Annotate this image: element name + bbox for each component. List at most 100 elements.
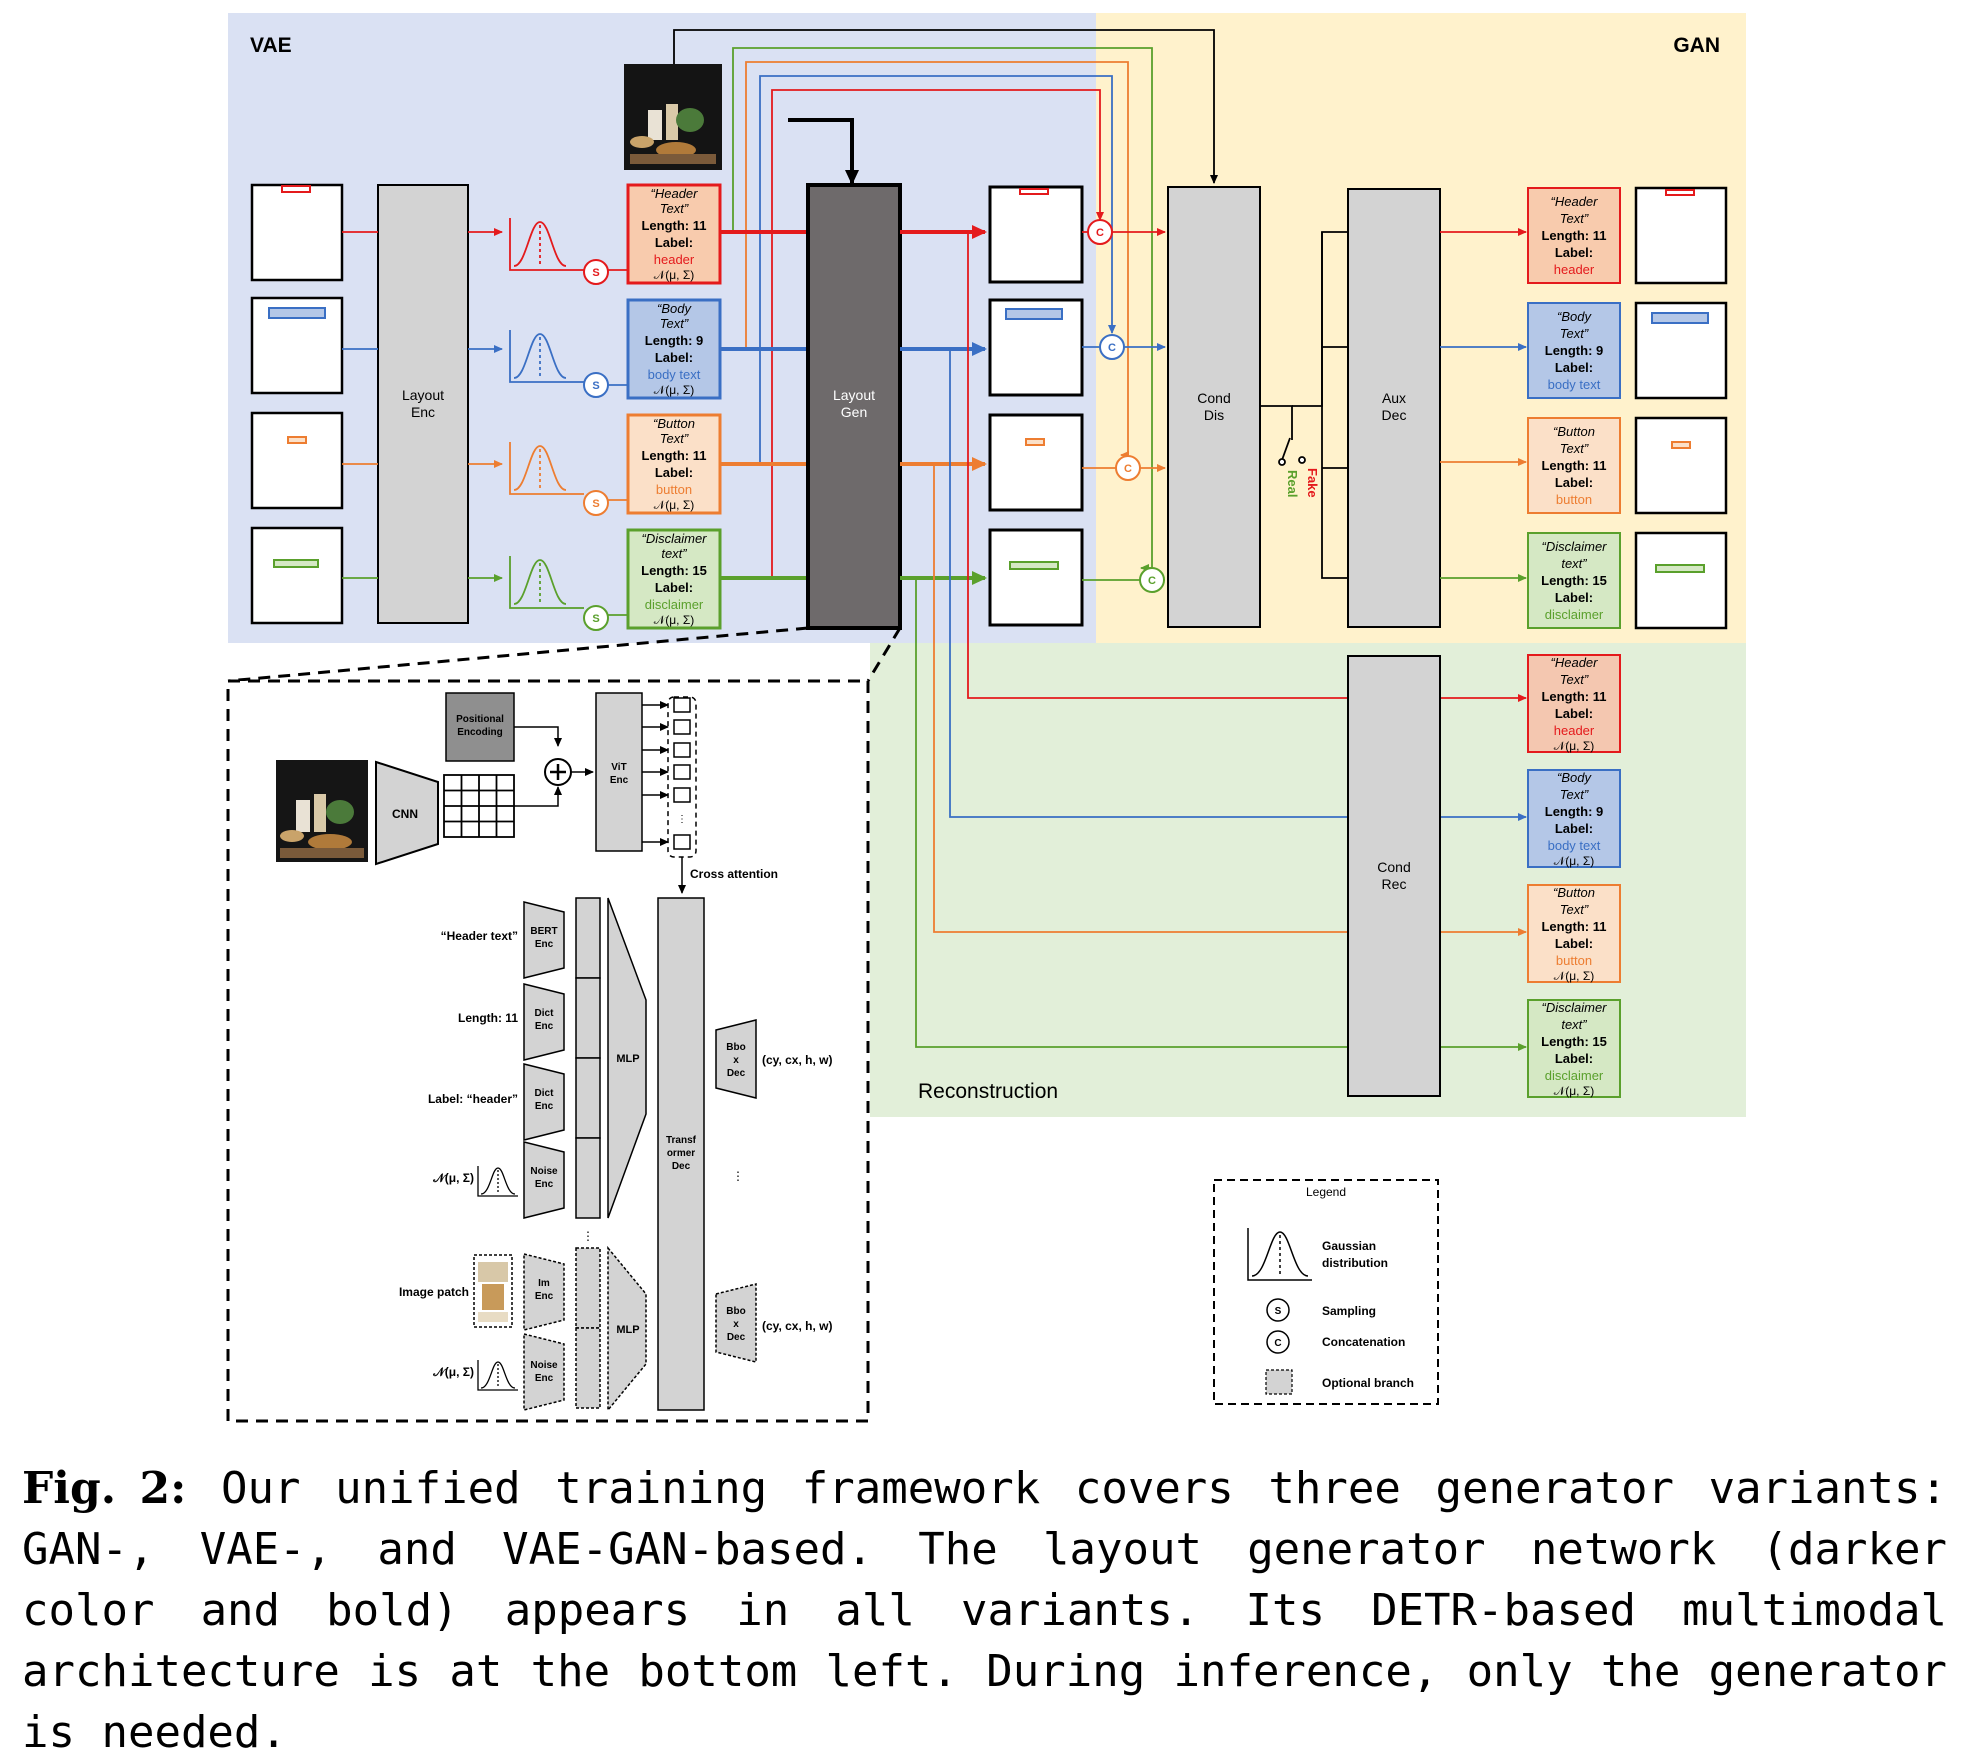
positional-encoding-block	[445, 692, 515, 762]
bbox-decoder-block	[715, 1019, 757, 1099]
concat-nodes: C C C C	[1082, 219, 1166, 593]
encoder-lines	[342, 228, 503, 582]
svg-text:⋮: ⋮	[732, 1169, 744, 1183]
svg-text:𝒩(μ, Σ): 𝒩(μ, Σ)	[1554, 739, 1595, 753]
svg-text:header: header	[1554, 262, 1595, 277]
reconstruction-region-label: Reconstruction	[918, 1080, 1058, 1103]
legend-sampling-label: Sampling	[1322, 1304, 1376, 1318]
svg-text:S: S	[592, 498, 599, 510]
embedding-stack-optional	[575, 1247, 601, 1409]
svg-text:Length: 15: Length: 15	[641, 563, 707, 578]
concatenation-icon	[1099, 334, 1125, 360]
svg-text:Label:: Label:	[1555, 245, 1593, 260]
input-noise: 𝒩(μ, Σ)	[432, 1171, 474, 1185]
svg-text:body text: body text	[1548, 377, 1601, 392]
svg-text:disclaimer: disclaimer	[645, 597, 704, 612]
input-header-text: “Header text”	[441, 929, 518, 943]
svg-text:Label:: Label:	[1555, 475, 1593, 490]
aux-decoder-output-lines	[1440, 228, 1527, 582]
conditional-reconstructor-block	[1347, 655, 1441, 1097]
gan-region-label: GAN	[1673, 34, 1720, 57]
svg-text:Length: 9: Length: 9	[1545, 804, 1604, 819]
real-layout-disclaimer	[1634, 531, 1728, 630]
cnn-label: CNN	[392, 807, 418, 821]
svg-text:Length: 11: Length: 11	[1541, 228, 1606, 243]
legend-title: Legend	[1306, 1185, 1346, 1199]
generated-layouts	[988, 185, 1084, 627]
input-layout-disclaimer	[250, 526, 344, 625]
mlp-block	[607, 897, 647, 1219]
svg-text:S: S	[592, 613, 599, 625]
mlp-label-optional: MLP	[616, 1324, 639, 1336]
product-image-thumbnail	[624, 64, 722, 170]
mlp-block-optional	[607, 1245, 647, 1413]
image-to-generator-line	[788, 118, 859, 185]
detail-product-image	[276, 760, 368, 862]
svg-text:Length: 15: Length: 15	[1541, 573, 1607, 588]
image-to-discriminator-line	[673, 29, 1218, 184]
caption-text: Our unified training framework covers th…	[22, 1463, 1947, 1758]
input-layout-button	[250, 411, 344, 510]
svg-text:𝒩(μ, Σ): 𝒩(μ, Σ)	[654, 268, 695, 282]
real-layouts	[1634, 186, 1728, 630]
svg-text:button: button	[1556, 953, 1592, 968]
legend-gaussian-icon	[1247, 1228, 1312, 1281]
svg-text:Length: 11: Length: 11	[1541, 458, 1606, 473]
svg-text:𝒩(μ, Σ): 𝒩(μ, Σ)	[654, 613, 695, 627]
bbox-output: (cy, cx, h, w)	[762, 1053, 832, 1067]
svg-text:Label:: Label:	[1555, 360, 1593, 375]
svg-text:Label:: Label:	[655, 235, 693, 250]
svg-text:body text: body text	[648, 367, 701, 382]
svg-text:C: C	[1124, 463, 1132, 475]
svg-text:Label:: Label:	[655, 350, 693, 365]
figure-caption: Fig. 2: Our unified training framework c…	[22, 1458, 1947, 1763]
svg-text:Length: 11: Length: 11	[641, 448, 706, 463]
vae-region-label: VAE	[250, 34, 292, 57]
input-label: Label: “header”	[428, 1092, 518, 1106]
sampling-icon	[583, 605, 609, 631]
svg-text:disclaimer: disclaimer	[1545, 1068, 1604, 1083]
svg-text:button: button	[656, 482, 692, 497]
sampling-icon	[583, 259, 609, 285]
caption-label: Fig. 2:	[22, 1463, 187, 1514]
svg-text:𝒩(μ, Σ): 𝒩(μ, Σ)	[654, 498, 695, 512]
svg-text:S: S	[592, 267, 599, 279]
auxiliary-decoder-block	[1347, 188, 1441, 628]
embedding-stack	[575, 897, 601, 1219]
svg-text:C: C	[1096, 227, 1104, 239]
svg-text:Length: 11: Length: 11	[641, 218, 706, 233]
vit-encoder-block	[595, 692, 643, 852]
svg-text:Label:: Label:	[1555, 821, 1593, 836]
feature-grid	[443, 774, 515, 838]
